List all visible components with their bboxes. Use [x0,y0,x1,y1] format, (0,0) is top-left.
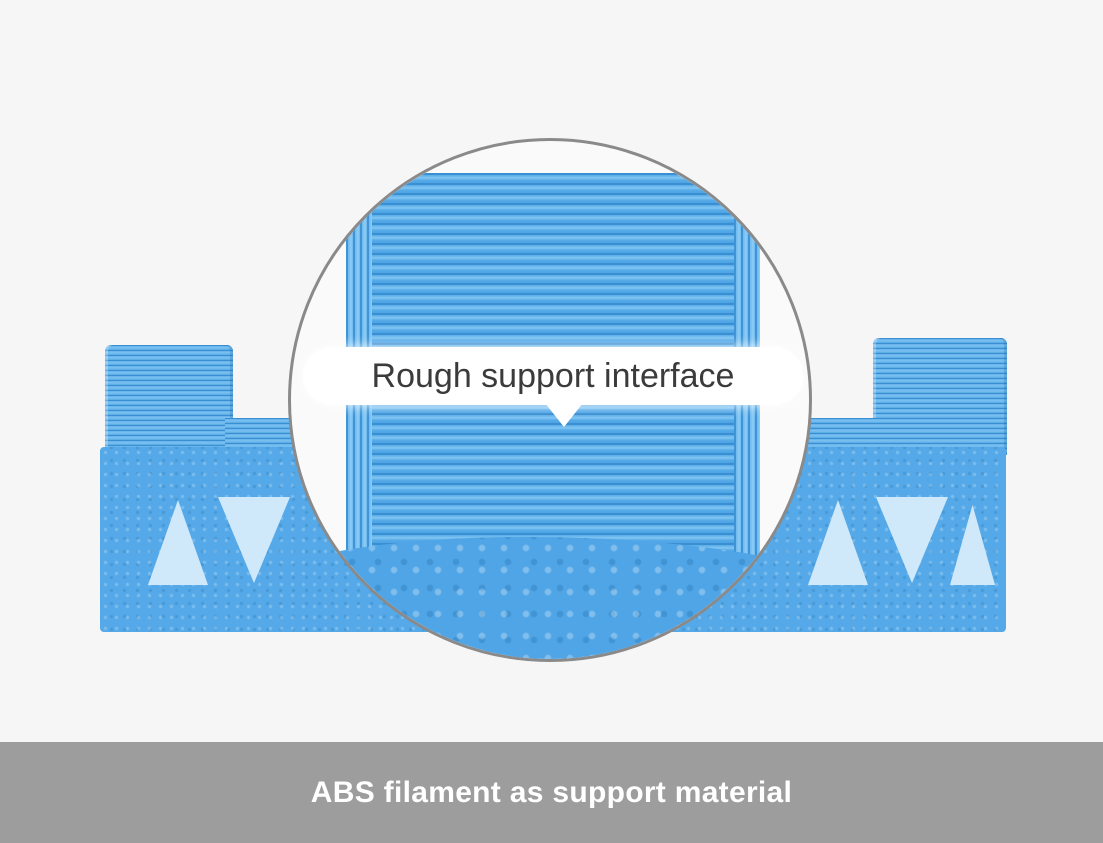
magnified-rough-raft [291,537,809,659]
callout-pill: Rough support interface [303,347,803,405]
right-support-block [873,338,1007,455]
truss-cutout [148,500,208,585]
truss-cutout [808,500,868,585]
truss-cutout [218,497,290,583]
callout-label: Rough support interface [371,356,735,395]
truss-cutout [876,497,948,583]
caption-bar: ABS filament as support material [0,742,1103,843]
magnifier-circle: Rough support interface [288,138,812,662]
truss-cutout [950,505,995,585]
left-support-block [105,345,233,455]
caption-text: ABS filament as support material [310,775,793,809]
